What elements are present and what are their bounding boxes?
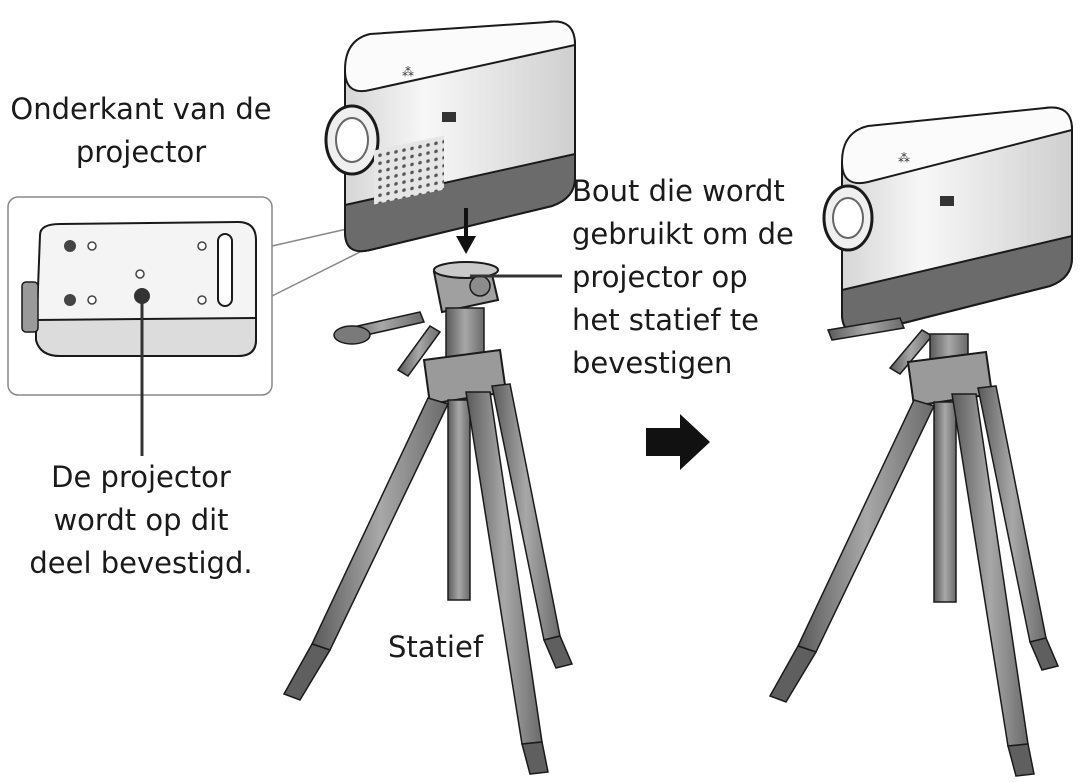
bolt-label-line2: gebruikt om de <box>572 217 794 251</box>
svg-text:⁂: ⁂ <box>898 151 910 165</box>
bolt-label-line4: het statief te <box>572 303 759 337</box>
bottom-view-label: Onderkant van de projector <box>6 88 276 174</box>
mount-point-label-line2: wordt op dit <box>53 503 229 537</box>
mount-point-label: De projector wordt op dit deel bevestigd… <box>10 456 272 585</box>
tripod-right <box>768 317 1060 777</box>
tripod-label: Statief <box>388 626 483 669</box>
bottom-view-inset <box>7 196 361 456</box>
tripod-label-text: Statief <box>388 630 484 664</box>
down-arrow-icon <box>456 208 476 254</box>
bolt-label-line3: projector op <box>572 260 748 294</box>
projector-right: ⁂ <box>822 106 1074 335</box>
bolt-label: Bout die wordt gebruikt om de projector … <box>572 170 812 385</box>
projector-left: ⁂ <box>324 20 577 253</box>
mount-point-label-line3: deel bevestigd. <box>29 546 253 580</box>
bottom-view-label-line2: projector <box>75 135 207 169</box>
bolt-label-line1: Bout die wordt <box>572 174 785 208</box>
right-arrow-icon <box>646 414 710 470</box>
tripod-left <box>282 261 574 775</box>
svg-text:⁂: ⁂ <box>402 65 414 79</box>
bottom-view-label-line1: Onderkant van de <box>10 92 272 126</box>
bolt-label-line5: bevestigen <box>572 346 733 380</box>
mount-point-label-line1: De projector <box>51 460 231 494</box>
